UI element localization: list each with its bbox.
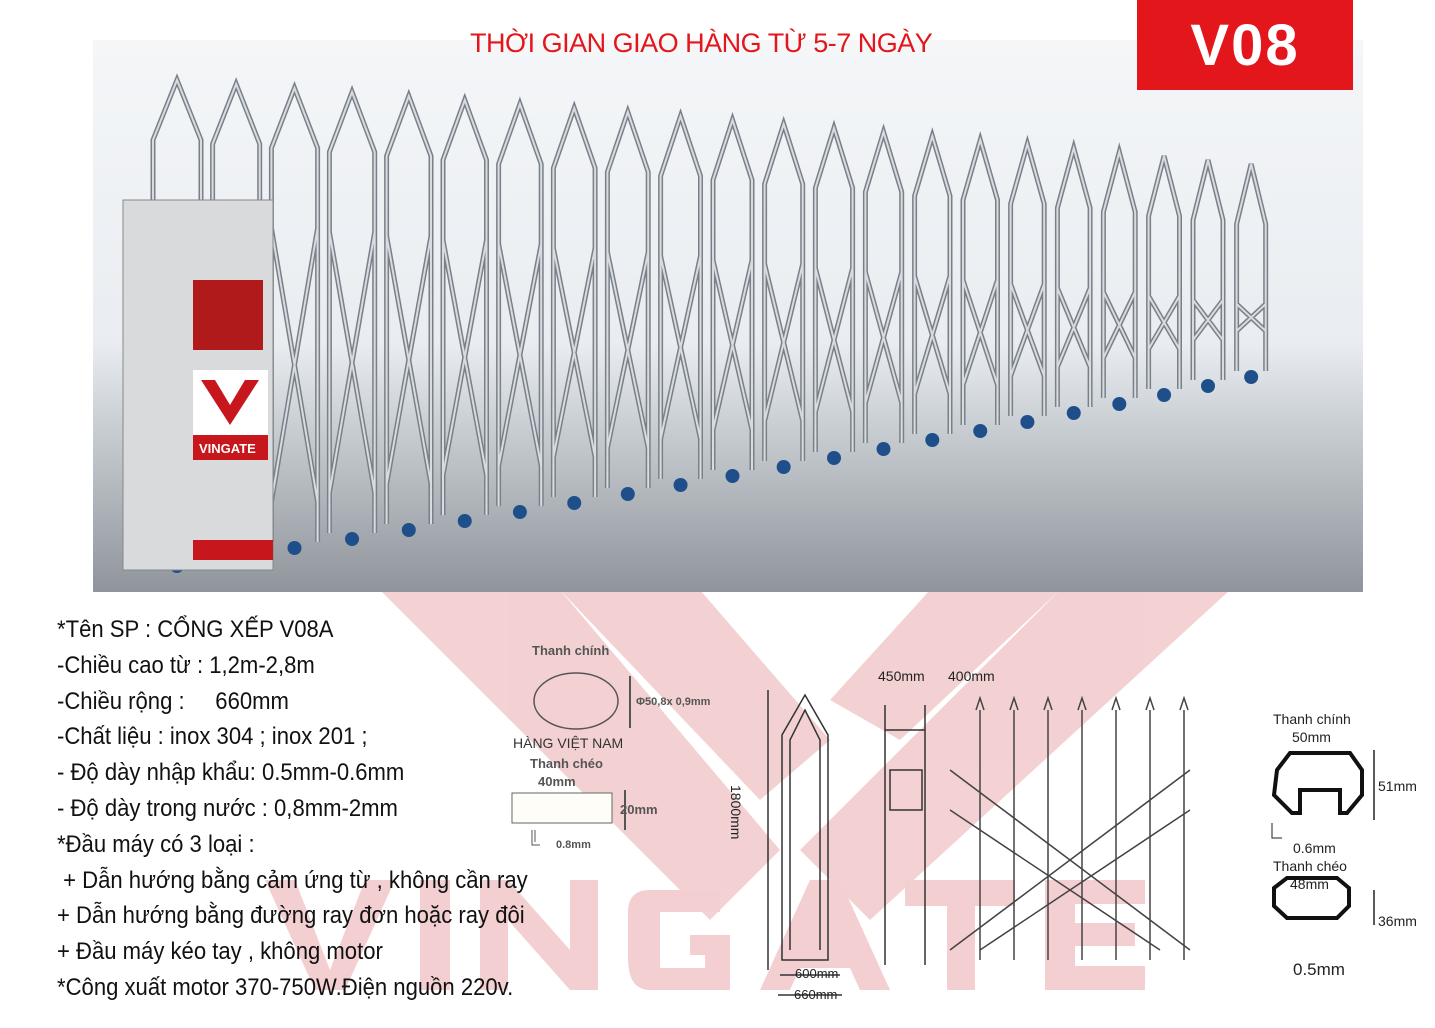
cross-height: 20mm: [620, 802, 658, 817]
main-thickness: 0.6mm: [1293, 840, 1336, 856]
spec-line: + Dẫn hướng bằng đường ray đơn hoặc ray …: [57, 902, 525, 930]
cross-bar-label: Thanh chéo: [530, 756, 603, 771]
profile-shapes-icon: [1271, 750, 1375, 925]
cross-width: 48mm: [1290, 876, 1329, 892]
cross-thickness: 0.8mm: [556, 839, 591, 851]
main-width: 50mm: [1292, 729, 1331, 745]
origin-label: HÀNG VIỆT NAM: [513, 735, 624, 751]
vingate-logo: VINGATE: [199, 441, 256, 456]
cross-width: 40mm: [538, 774, 576, 789]
spec-list: *Tên SP : CỔNG XẾP V08A -Chiều cao từ : …: [57, 612, 528, 1006]
spec-line: - Độ dày nhập khẩu: 0.5mm-0.6mm: [57, 759, 405, 787]
main-bar-dim: Φ50,8x 0,9mm: [636, 696, 711, 708]
cross-thickness: 0.5mm: [1293, 960, 1345, 979]
spec-line: *Tên SP : CỔNG XẾP V08A: [57, 616, 334, 643]
cross-height: 36mm: [1378, 913, 1417, 929]
spec-line: + Đầu máy kéo tay , không motor: [57, 938, 383, 966]
vingate-watermark: [265, 590, 1230, 990]
main-height: 51mm: [1378, 778, 1417, 794]
delivery-time-title: THỜI GIAN GIAO HÀNG TỪ 5-7 NGÀY: [470, 28, 933, 58]
product-photo: VINGATE: [93, 40, 1363, 592]
spec-line: -Chiều cao từ : 1,2m-2,8m: [57, 651, 315, 679]
model-badge: V08: [1137, 0, 1353, 90]
main-bar-label: Thanh chính: [532, 643, 610, 658]
cross-bar-label: Thanh chéo: [1273, 858, 1347, 874]
spec-line: -Chiều rộng : 660mm: [57, 687, 289, 715]
drawing-height: 1800mm: [728, 785, 744, 840]
drawing-spacing: 400mm: [948, 668, 995, 684]
spec-line: -Chất liệu : inox 304 ; inox 201 ;: [57, 723, 368, 751]
main-bar-label: Thanh chính: [1273, 711, 1351, 727]
spec-line: *Công xuất motor 370-750W.Điện nguồn 220…: [57, 973, 514, 1001]
spec-line: *Đầu máy có 3 loại :: [57, 830, 255, 858]
drawing-head-width: 450mm: [878, 668, 925, 684]
gate-illustration: VINGATE: [122, 73, 1269, 573]
round-tube-icon: [533, 672, 631, 730]
gate-technical-drawing: [767, 690, 1191, 996]
drawing-outer-width: 660mm: [794, 987, 838, 1002]
drawing-inner-width: 600mm: [795, 966, 839, 981]
flat-tube-icon: [511, 790, 626, 846]
spec-line: - Độ dày trong nước : 0,8mm-2mm: [57, 794, 398, 822]
watermark-letters: [265, 880, 1145, 990]
spec-line: + Dẫn hướng bằng cảm ứng từ , không cần …: [57, 866, 528, 894]
